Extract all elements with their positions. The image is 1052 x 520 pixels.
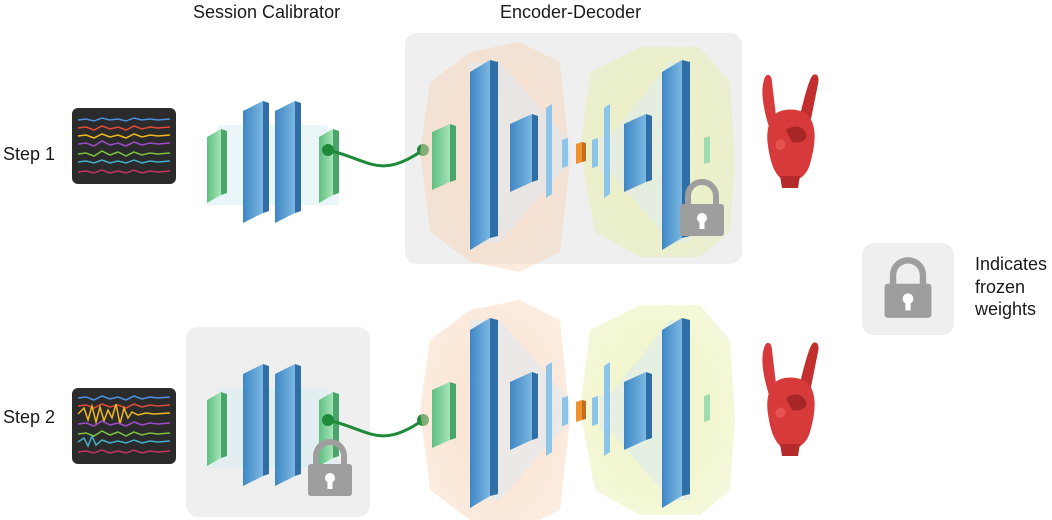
step-2-label: Step 2: [3, 407, 56, 427]
connector-node-out-step1: [322, 144, 334, 156]
connector-node-out-step2: [322, 414, 334, 426]
emg-signal-thumbnail-step1: [72, 108, 176, 184]
encoder-decoder-title: Encoder-Decoder: [500, 2, 642, 22]
session-calibrator-title: Session Calibrator: [193, 2, 341, 22]
encoder-decoder-network-step2: [420, 300, 735, 520]
hand-output-step1: [762, 74, 819, 188]
session-calibrator-network-step1: [207, 101, 339, 223]
emg-signal-thumbnail-step2: [72, 388, 176, 464]
connector-step2: [327, 418, 424, 438]
step-1-label: Step 1: [3, 144, 56, 164]
hand-output-step2: [762, 342, 819, 456]
connector-step1: [327, 148, 424, 168]
legend-text: Indicates frozen weights: [975, 254, 1048, 319]
